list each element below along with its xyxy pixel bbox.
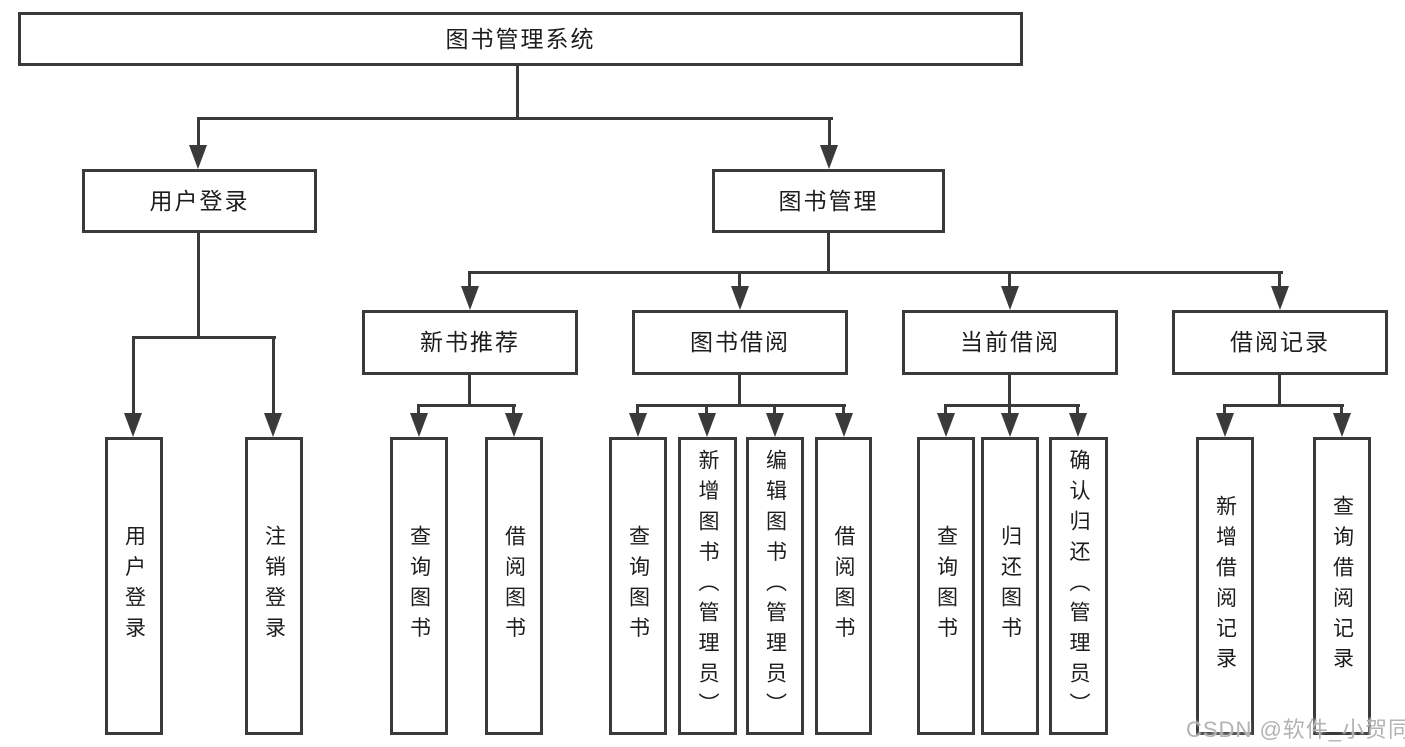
connector-bookborrow-down — [738, 373, 741, 406]
connector-book-mgmt-stem — [828, 117, 831, 148]
connector-borrowrecord-bar — [1223, 404, 1344, 407]
leaf-borrow-borrow-books: 借阅图书 — [815, 437, 872, 735]
connector-level2-bar — [197, 117, 833, 120]
connector-user-login-bar — [132, 336, 276, 339]
arrowhead-nb-borrow — [505, 413, 523, 437]
node-user-login: 用户登录 — [82, 169, 317, 233]
arrowhead-book-mgmt — [820, 145, 838, 169]
node-new-book-recommend: 新书推荐 — [362, 310, 578, 375]
connector-bookborrow-stem — [738, 271, 741, 288]
arrowhead-bb-edit — [766, 413, 784, 437]
connector-cb-query-stem — [944, 404, 947, 416]
connector-nb-borrow-stem — [512, 404, 515, 416]
connector-currentborrow-down — [1008, 373, 1011, 406]
arrowhead-cb-query — [937, 413, 955, 437]
node-library-management-system: 图书管理系统 — [18, 12, 1023, 66]
leaf-current-query-books: 查询图书 — [917, 437, 975, 735]
leaf-record-add-borrow-record: 新增借阅记录 — [1196, 437, 1254, 735]
node-current-borrowing: 当前借阅 — [902, 310, 1118, 375]
arrowhead-leaf-login — [124, 413, 142, 437]
connector-newbook-stem — [468, 271, 471, 288]
leaf-newbook-query-books: 查询图书 — [390, 437, 448, 735]
connector-user-login-stem — [197, 117, 200, 148]
arrowhead-bb-query — [629, 413, 647, 437]
arrowhead-nb-query — [410, 413, 428, 437]
arrowhead-br-add — [1216, 413, 1234, 437]
node-book-management: 图书管理 — [712, 169, 945, 233]
connector-cb-confirm-stem — [1076, 404, 1079, 416]
arrowhead-br-query — [1333, 413, 1351, 437]
connector-user-login-down — [197, 231, 200, 337]
connector-bb-edit-stem — [773, 404, 776, 416]
leaf-record-query-borrow-record: 查询借阅记录 — [1313, 437, 1371, 735]
arrowhead-newbook — [461, 286, 479, 310]
leaf-current-confirm-return-admin: 确认归还（管理员） — [1049, 437, 1108, 735]
node-book-borrowing: 图书借阅 — [632, 310, 848, 375]
node-borrowing-records: 借阅记录 — [1172, 310, 1388, 375]
connector-leaf-login-stem — [132, 336, 135, 416]
connector-currentborrow-stem — [1008, 271, 1011, 288]
connector-br-query-stem — [1340, 404, 1343, 416]
connector-borrowrecord-stem — [1278, 271, 1281, 288]
connector-book-mgmt-down — [827, 231, 830, 273]
connector-newbook-down — [468, 373, 471, 406]
connector-cb-return-stem — [1008, 404, 1011, 416]
arrowhead-borrowrecord — [1271, 286, 1289, 310]
connector-br-add-stem — [1223, 404, 1226, 416]
leaf-current-return-books: 归还图书 — [981, 437, 1039, 735]
connector-currentborrow-bar — [944, 404, 1080, 407]
connector-bookborrow-bar — [636, 404, 846, 407]
connector-newbook-bar — [417, 404, 516, 407]
connector-level3-bar — [468, 271, 1283, 274]
connector-bb-borrow-stem — [842, 404, 845, 416]
connector-bb-query-stem — [636, 404, 639, 416]
arrowhead-currentborrow — [1001, 286, 1019, 310]
connector-borrowrecord-down — [1278, 373, 1281, 406]
arrowhead-user-login — [189, 145, 207, 169]
arrowhead-cb-return — [1001, 413, 1019, 437]
leaf-logout: 注销登录 — [245, 437, 303, 735]
connector-bb-add-stem — [705, 404, 708, 416]
leaf-newbook-borrow-books: 借阅图书 — [485, 437, 543, 735]
leaf-user-login: 用户登录 — [105, 437, 163, 735]
connector-nb-query-stem — [417, 404, 420, 416]
arrowhead-bb-add — [698, 413, 716, 437]
leaf-borrow-add-books-admin: 新增图书（管理员） — [678, 437, 737, 735]
arrowhead-leaf-logout — [264, 413, 282, 437]
connector-leaf-logout-stem — [272, 336, 275, 416]
leaf-borrow-edit-books-admin: 编辑图书（管理员） — [746, 437, 804, 735]
arrowhead-cb-confirm — [1069, 413, 1087, 437]
arrowhead-bookborrow — [731, 286, 749, 310]
connector-root-stem — [516, 64, 519, 118]
csdn-watermark: CSDN @软件_小贺同学 — [1186, 717, 1405, 742]
leaf-borrow-query-books: 查询图书 — [609, 437, 667, 735]
arrowhead-bb-borrow — [835, 413, 853, 437]
